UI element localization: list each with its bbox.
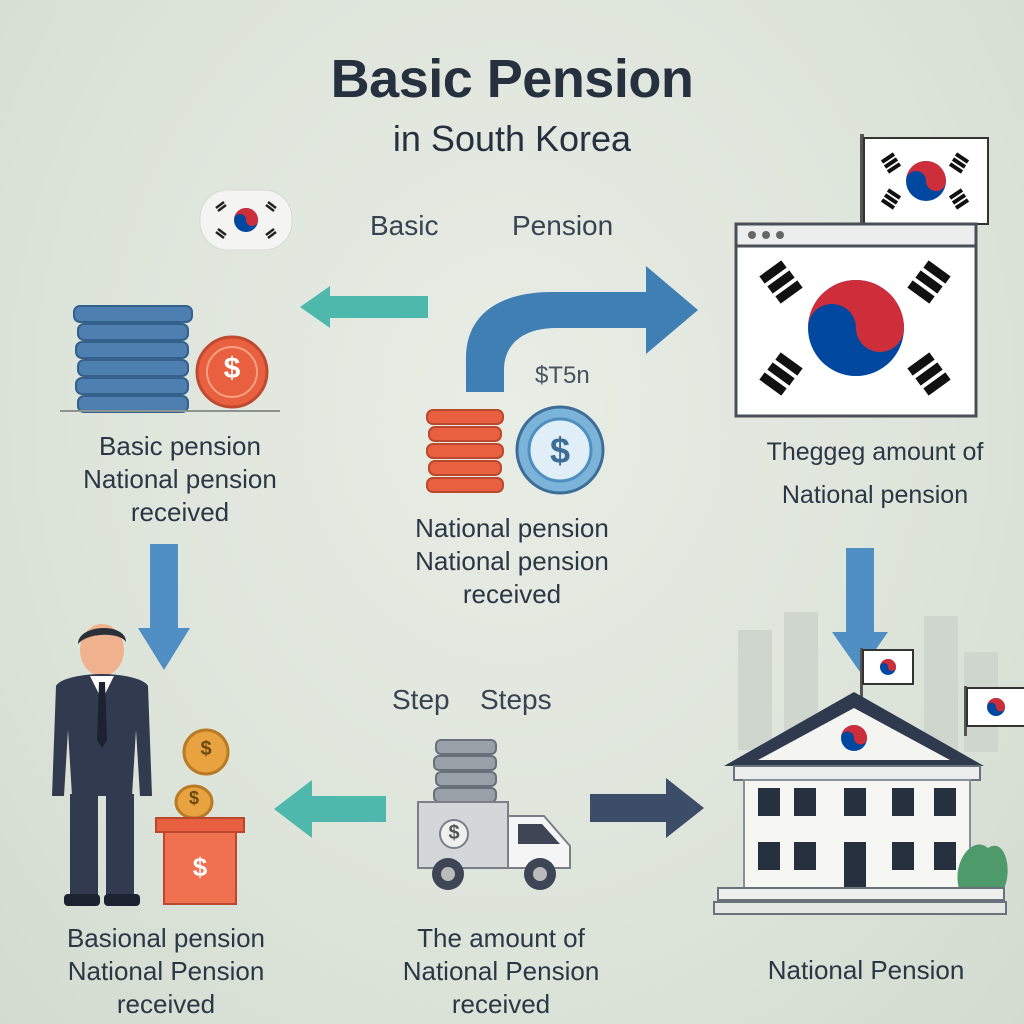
blue-down-arrow-left-icon <box>138 544 190 670</box>
blue-dollar-coin-icon <box>515 405 605 495</box>
bottom-middle-label: The amount of National Pension received <box>346 922 656 1021</box>
bottom-middle-line2: National Pension <box>402 956 600 986</box>
teal-left-arrow-icon <box>300 286 428 328</box>
businessman-icon <box>52 624 152 906</box>
ground-line <box>60 410 280 412</box>
bottom-left-label: Basional pension National Pension receiv… <box>16 922 316 1021</box>
top-middle-line1: National pension <box>415 513 609 543</box>
coin-symbol: $ <box>223 352 241 385</box>
bottom-middle-line1: The amount of <box>417 923 585 953</box>
bottom-right-label: National Pension <box>728 954 1004 987</box>
orange-coin-stack-icon <box>426 409 504 493</box>
top-left-label: Basic pension National pension received <box>30 430 330 529</box>
top-left-line3: received <box>130 497 230 527</box>
amount-label: $T5n <box>535 362 590 389</box>
browser-window-korea-flag-icon <box>734 222 978 418</box>
box-dollar-symbol: $ <box>192 852 208 882</box>
donation-box-icon <box>155 728 245 905</box>
truck-dollar-symbol: $ <box>448 822 460 844</box>
bottom-left-line2: National Pension <box>67 956 265 986</box>
pension-word-label: Pension <box>512 210 614 241</box>
top-right-line2: National pension <box>781 481 969 509</box>
delivery-truck-icon <box>417 739 571 890</box>
korea-flag-badge-icon <box>199 189 293 251</box>
top-left-line2: National pension <box>83 464 277 494</box>
falling-coin-symbol: $ <box>188 788 199 808</box>
bottom-right-line1: National Pension <box>767 955 965 985</box>
curved-blue-arrow-icon <box>466 266 698 392</box>
top-right-label: Theggeg amount of National pension <box>730 436 1020 512</box>
bottom-middle-line3: received <box>451 989 551 1019</box>
top-middle-line3: received <box>462 579 562 609</box>
top-middle-line2: National pension <box>415 546 609 576</box>
page-subtitle: in South Korea <box>392 118 632 159</box>
top-middle-label: National pension National pension receiv… <box>362 512 662 611</box>
blue-coin-stack-icon <box>73 305 193 413</box>
teal-left-arrow-bottom-icon <box>274 780 386 838</box>
top-right-line1: Theggeg amount of <box>766 438 984 466</box>
basic-word-label: Basic <box>370 210 439 241</box>
top-left-line1: Basic pension <box>99 431 261 461</box>
steps-label: Steps <box>480 684 552 715</box>
small-korea-flag-icon <box>860 134 989 246</box>
blue-down-arrow-right-icon <box>832 548 888 672</box>
bottom-left-line1: Basional pension <box>66 923 266 953</box>
government-building-icon <box>713 612 1024 915</box>
orange-dollar-coin-icon <box>195 335 269 409</box>
step-label: Step <box>392 684 450 715</box>
blue-coin-symbol: $ <box>549 430 571 471</box>
page-title: Basic Pension <box>330 49 694 109</box>
navy-right-arrow-icon <box>590 778 704 838</box>
bottom-left-line3: received <box>116 989 216 1019</box>
gold-coin-symbol: $ <box>200 738 212 760</box>
